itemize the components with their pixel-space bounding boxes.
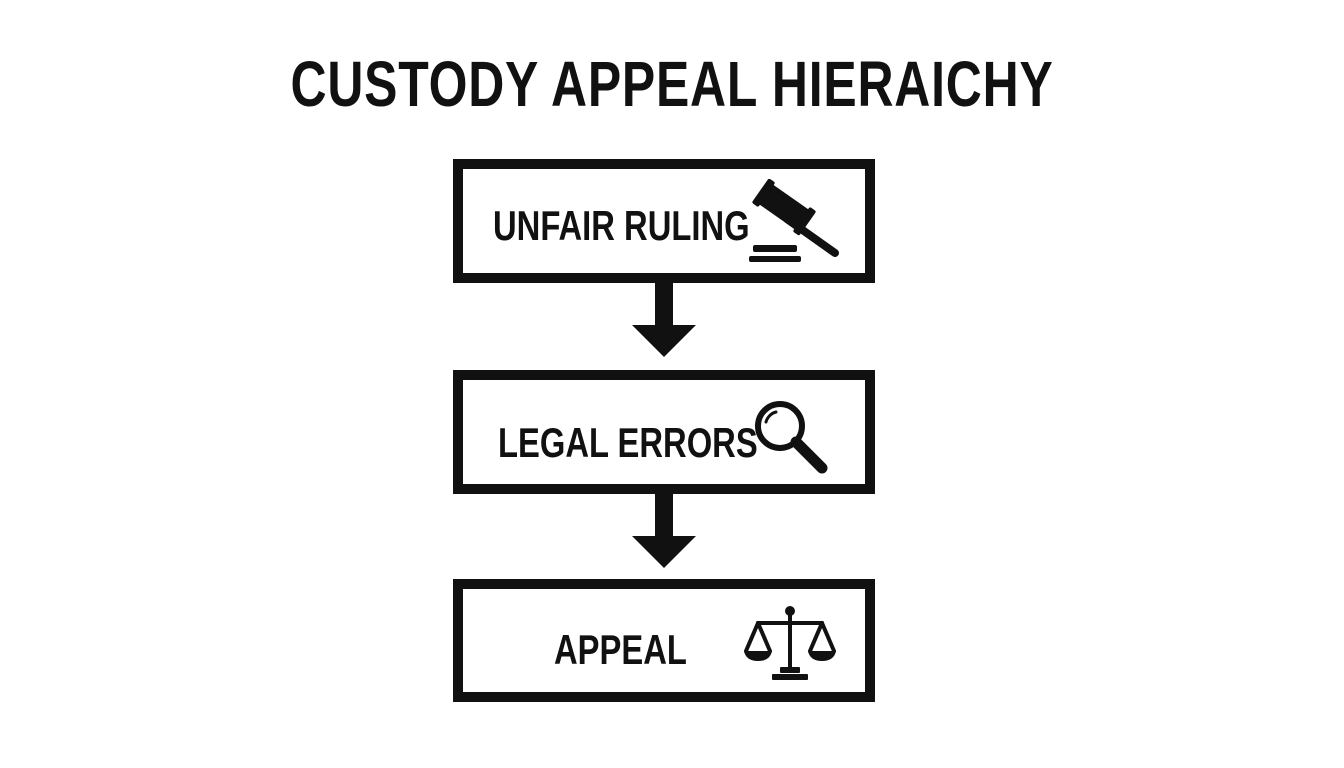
step-label: APPEAL [554, 626, 687, 673]
gavel-icon [749, 179, 839, 262]
step-box-unfair-ruling: UNFAIR RULING [453, 159, 875, 283]
step-box-legal-errors: LEGAL ERRORS [453, 370, 875, 494]
step-box-appeal: APPEAL [453, 579, 875, 702]
diagram-title: CUSTODY APPEAL HIERAICHY [290, 48, 1054, 120]
arrow-down-icon [632, 492, 696, 568]
magnifying-glass-icon [755, 401, 828, 474]
step-label: LEGAL ERRORS [498, 419, 758, 466]
scales-of-justice-icon [744, 606, 836, 680]
step-label: UNFAIR RULING [493, 202, 750, 249]
arrow-down-icon [632, 281, 696, 357]
